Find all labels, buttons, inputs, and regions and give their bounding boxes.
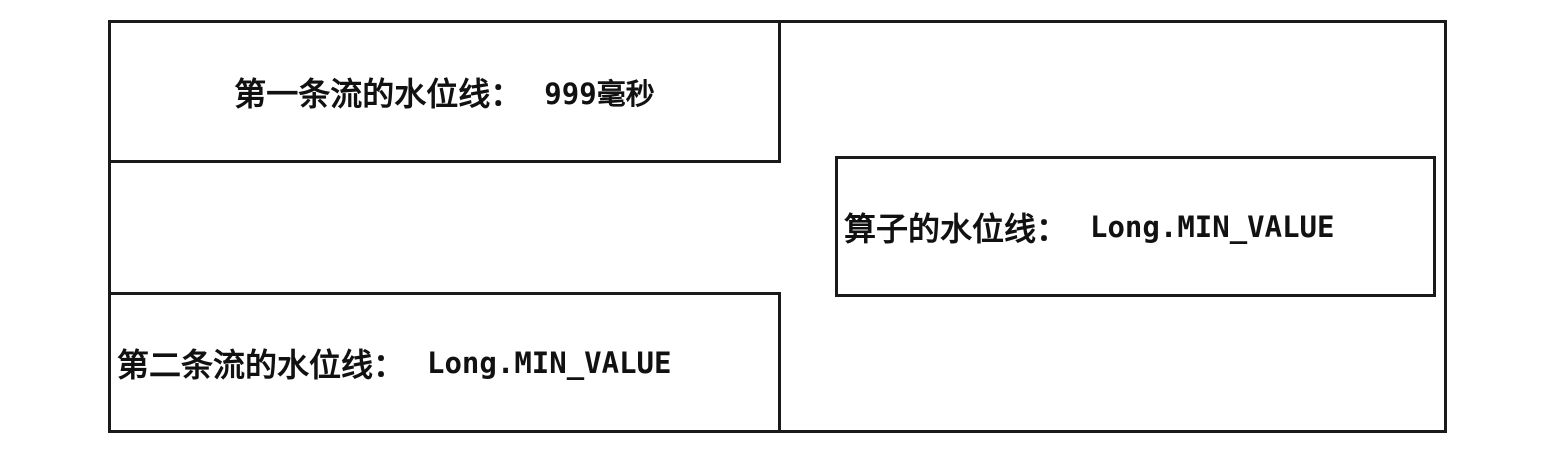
operator-watermark-value: Long.MIN_VALUE [1090,209,1335,244]
stream1-watermark-value: 999毫秒 [544,71,654,113]
stream1-watermark-number: 999 [544,76,597,111]
operator-watermark-box: 算子的水位线： Long.MIN_VALUE [835,156,1436,297]
stream1-watermark-label: 第一条流的水位线： [234,74,523,113]
operator-watermark-label: 算子的水位线： [844,209,1069,248]
stream2-watermark-box: 第二条流的水位线： Long.MIN_VALUE [108,292,781,433]
stream1-watermark-box: 第一条流的水位线： 999毫秒 [108,20,781,163]
stream2-watermark-label: 第二条流的水位线： [117,345,406,384]
stream2-watermark-value: Long.MIN_VALUE [427,345,672,380]
stream1-watermark-unit: 毫秒 [596,76,655,111]
